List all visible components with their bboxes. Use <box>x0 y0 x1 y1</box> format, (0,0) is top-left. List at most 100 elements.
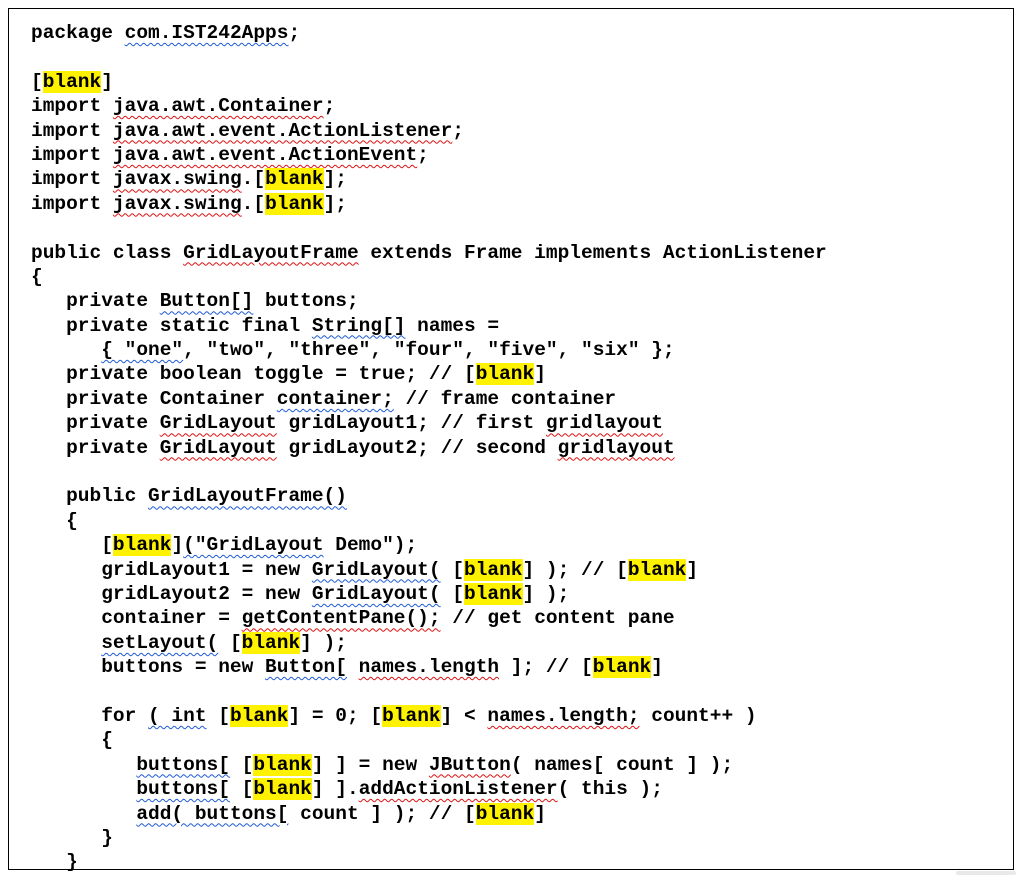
code-token: GridLayout( <box>311 582 441 605</box>
blank-placeholder: blank <box>464 558 523 581</box>
document-page: package com.IST242Apps; [blank]import ja… <box>8 8 1014 873</box>
code-token: container; <box>276 387 394 410</box>
code-token: private <box>31 436 160 459</box>
code-line: [blank] <box>31 70 827 94</box>
blank-placeholder: blank <box>592 656 652 679</box>
code-token <box>31 632 101 654</box>
blank-placeholder: blank <box>627 558 687 581</box>
code-line: for ( int [blank] = 0; [blank] < names.l… <box>31 704 827 728</box>
code-token: // frame container <box>393 387 617 410</box>
code-token: ; <box>452 119 464 142</box>
code-line: private static final String[] names = <box>31 314 827 338</box>
code-line: buttons[ [blank] ].addActionListener( th… <box>31 777 827 801</box>
code-token: ] <box>534 363 546 386</box>
code-token: { <box>31 729 113 752</box>
code-token: private Container <box>31 387 277 410</box>
code-line <box>31 45 827 69</box>
code-line: } <box>31 850 827 874</box>
code-token: ( names[ count ] ); <box>510 753 734 776</box>
blank-placeholder: blank <box>265 168 324 191</box>
code-token <box>347 656 359 678</box>
code-token: buttons[ <box>136 778 230 801</box>
code-token: buttons[ <box>136 753 230 776</box>
code-line: { <box>31 265 827 289</box>
code-token: ] = 0; [ <box>288 704 383 727</box>
code-token: } <box>31 851 78 874</box>
code-token <box>31 754 136 776</box>
code-token: com.IST242Apps <box>124 22 289 44</box>
code-token: Demo"); <box>323 534 418 557</box>
code-token: [ <box>229 778 254 801</box>
code-line: private GridLayout gridLayout2; // secon… <box>31 436 827 460</box>
code-line: } <box>31 826 827 850</box>
code-token: , "two", "three", "four", "five", "six" … <box>183 339 675 362</box>
code-token: import <box>31 119 113 142</box>
code-token: ; <box>323 95 336 118</box>
code-token: { <box>31 509 78 532</box>
code-token: GridLayout <box>159 436 277 459</box>
code-token: [ <box>218 631 242 654</box>
code-line: import javax.swing.[blank]; <box>31 167 827 191</box>
code-token: names.length; <box>487 704 640 727</box>
code-line: import java.awt.Container; <box>31 94 827 118</box>
code-token: count ] ); // [ <box>288 802 476 825</box>
code-block: package com.IST242Apps; [blank]import ja… <box>31 21 827 875</box>
code-token: java.awt.event.ActionEvent <box>112 143 418 166</box>
code-line: private boolean toggle = true; // [blank… <box>31 362 827 386</box>
code-token: GridLayoutFrame() <box>148 485 347 508</box>
code-line: public GridLayoutFrame() <box>31 484 827 508</box>
code-token: ] ); // [ <box>522 558 628 581</box>
code-token: ; <box>288 22 301 44</box>
code-token: ] <box>101 70 113 93</box>
scrollbar[interactable] <box>956 871 1016 875</box>
code-token: JButton <box>428 753 511 776</box>
code-token: getContentPane(); <box>241 607 441 630</box>
code-line: { <box>31 728 827 752</box>
code-token: ]; // [ <box>499 656 593 679</box>
blank-placeholder: blank <box>475 802 535 825</box>
blank-placeholder: blank <box>475 363 535 386</box>
code-token: [ <box>206 704 230 727</box>
code-line: container = getContentPane(); // get con… <box>31 606 827 630</box>
blank-placeholder: blank <box>253 753 312 776</box>
code-token: Button[] <box>159 290 254 313</box>
code-token: { <box>31 265 43 288</box>
code-token: buttons = new <box>31 656 266 679</box>
blank-placeholder: blank <box>229 704 289 727</box>
code-token: import <box>31 192 113 215</box>
code-line: { "one", "two", "three", "four", "five",… <box>31 338 827 362</box>
code-line: gridLayout2 = new GridLayout( [blank] ); <box>31 582 827 606</box>
code-line: private Container container; // frame co… <box>31 387 827 411</box>
code-line: package com.IST242Apps; <box>31 21 827 45</box>
code-token: gridlayout <box>545 412 663 435</box>
code-token: private <box>31 290 160 313</box>
code-token: // get content pane <box>440 607 675 630</box>
code-line: import java.awt.event.ActionEvent; <box>31 143 827 167</box>
code-token: private boolean toggle = true; // [ <box>31 363 476 386</box>
code-token: [ <box>440 558 464 581</box>
code-token: ( this ); <box>557 778 663 801</box>
code-token: gridlayout <box>557 436 675 459</box>
code-line: buttons = new Button[ names.length ]; //… <box>31 655 827 679</box>
code-token: java.awt.Container <box>112 95 324 118</box>
code-token: .[ <box>241 168 266 191</box>
code-line: [blank]("GridLayout Demo"); <box>31 533 827 557</box>
code-token: package <box>31 22 125 44</box>
code-token: names = <box>405 314 500 337</box>
blank-placeholder: blank <box>265 192 324 215</box>
code-line: gridLayout1 = new GridLayout( [blank] );… <box>31 558 827 582</box>
code-token: gridLayout1; // first <box>276 412 546 435</box>
code-line: buttons[ [blank] ] = new JButton( names[… <box>31 753 827 777</box>
blank-placeholder: blank <box>382 704 441 727</box>
blank-placeholder: blank <box>112 534 172 557</box>
code-token: ] <box>171 534 184 557</box>
blank-placeholder: blank <box>253 778 312 801</box>
code-line <box>31 216 827 240</box>
code-token: ; <box>417 143 429 166</box>
code-token: public <box>31 485 149 508</box>
code-token: addActionListener <box>358 778 558 801</box>
code-token: ]; <box>323 192 347 215</box>
code-token: ( int <box>148 704 207 727</box>
code-token: [ <box>229 753 254 776</box>
code-token: GridLayoutFrame <box>183 241 359 264</box>
